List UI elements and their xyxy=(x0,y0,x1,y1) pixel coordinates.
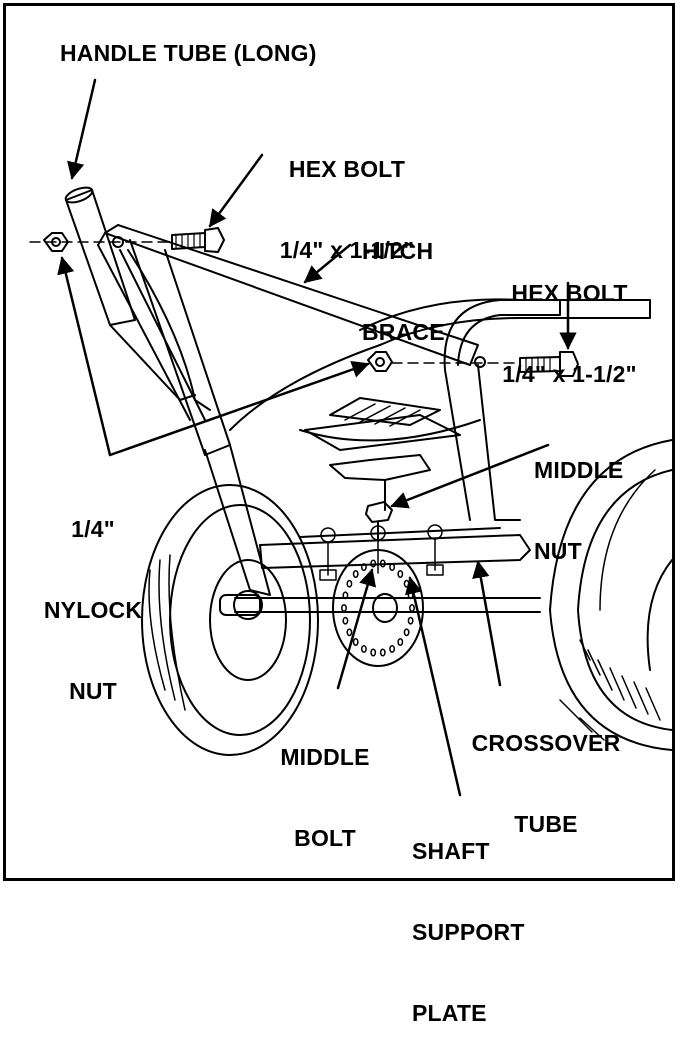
hitch-brace-drawing xyxy=(97,224,479,421)
plate-hole xyxy=(397,570,404,578)
handle-tube-label: HANDLE TUBE (LONG) xyxy=(60,40,317,66)
axle-shaft xyxy=(219,594,541,616)
crossover-tube-line1: CROSSOVER xyxy=(471,730,621,756)
nylock-nut-label: 1/4" NYLOCK NUT xyxy=(38,462,148,732)
crossover-tube-line2: TUBE xyxy=(514,811,578,837)
shaft-support-plate-line2: SUPPORT xyxy=(412,919,525,945)
middle-nut-line1: MIDDLE xyxy=(534,457,624,483)
plate-hole xyxy=(352,570,359,578)
plate-hole xyxy=(346,579,353,588)
agitator-assembly xyxy=(304,397,461,511)
plate-hole xyxy=(342,591,349,600)
shaft-support-plate-line1: SHAFT xyxy=(412,838,490,864)
alignment-lines xyxy=(29,241,519,364)
plate-hole xyxy=(352,638,359,646)
hopper-rim xyxy=(359,298,651,346)
plate-hole xyxy=(360,644,367,653)
left-frame-tubes xyxy=(127,239,271,596)
middle-bolt-line2: BOLT xyxy=(294,825,356,851)
plate-hole xyxy=(403,579,410,588)
hex-bolt-right-line2: 1/4" x 1-1/2" xyxy=(502,361,637,387)
hex-bolt-right-line1: HEX BOLT xyxy=(511,280,628,306)
hitch-brace-line1: HITCH xyxy=(362,238,434,264)
middle-nut-line2: NUT xyxy=(534,538,582,564)
middle-bolt-label: MIDDLE BOLT xyxy=(270,690,380,879)
plate-hole xyxy=(389,644,396,653)
hitch-brace-line2: BRACE xyxy=(362,319,445,345)
plate-hole xyxy=(409,604,415,612)
plate-hole xyxy=(379,648,386,657)
hex-bolt-left-line2: 1/4" x 1-1/2" xyxy=(279,237,415,263)
plate-hole xyxy=(403,628,410,637)
plate-hole xyxy=(397,638,404,646)
crossover-tube-drawing xyxy=(259,524,531,581)
middle-nut-drawing xyxy=(365,501,393,541)
plate-hole xyxy=(342,616,349,625)
plate-hole xyxy=(370,648,377,657)
plate-hole xyxy=(341,604,347,612)
hex-bolt-right-drawing xyxy=(519,351,579,377)
crossover-tube-label: CROSSOVER TUBE xyxy=(456,676,636,865)
left-wheel xyxy=(141,484,319,756)
plate-hole xyxy=(407,616,414,625)
plate-hole xyxy=(346,628,353,637)
diagram-frame xyxy=(3,3,675,881)
middle-bolt-line1: MIDDLE xyxy=(280,744,370,770)
hex-bolt-left-line1: HEX BOLT xyxy=(288,156,406,182)
right-frame-tube xyxy=(443,299,561,521)
hitch-brace-label: HITCH BRACE xyxy=(362,184,445,373)
nylock-nut-right-drawing xyxy=(367,351,393,372)
shaft-support-plate-line3: PLATE xyxy=(412,1000,487,1026)
hopper-body xyxy=(229,344,481,442)
plate-hole xyxy=(370,559,377,568)
nylock-nut-line3: NUT xyxy=(69,678,117,704)
right-wheel xyxy=(549,439,673,751)
hex-bolt-left-drawing xyxy=(171,227,225,253)
nylock-nut-line1: 1/4" xyxy=(71,516,115,542)
shaft-support-plate-label: SHAFT SUPPORT PLATE xyxy=(412,784,525,1054)
hex-bolt-left-label: HEX BOLT 1/4" x 1-1/2" xyxy=(252,102,442,291)
nylock-nut-line2: NYLOCK xyxy=(43,597,143,623)
spreader-assembly-illustration xyxy=(29,78,673,797)
hex-bolt-right-label: HEX BOLT 1/4" x 1-1/2" xyxy=(472,226,667,415)
leader-arrows xyxy=(57,78,577,797)
middle-nut-label: MIDDLE NUT xyxy=(534,403,623,592)
